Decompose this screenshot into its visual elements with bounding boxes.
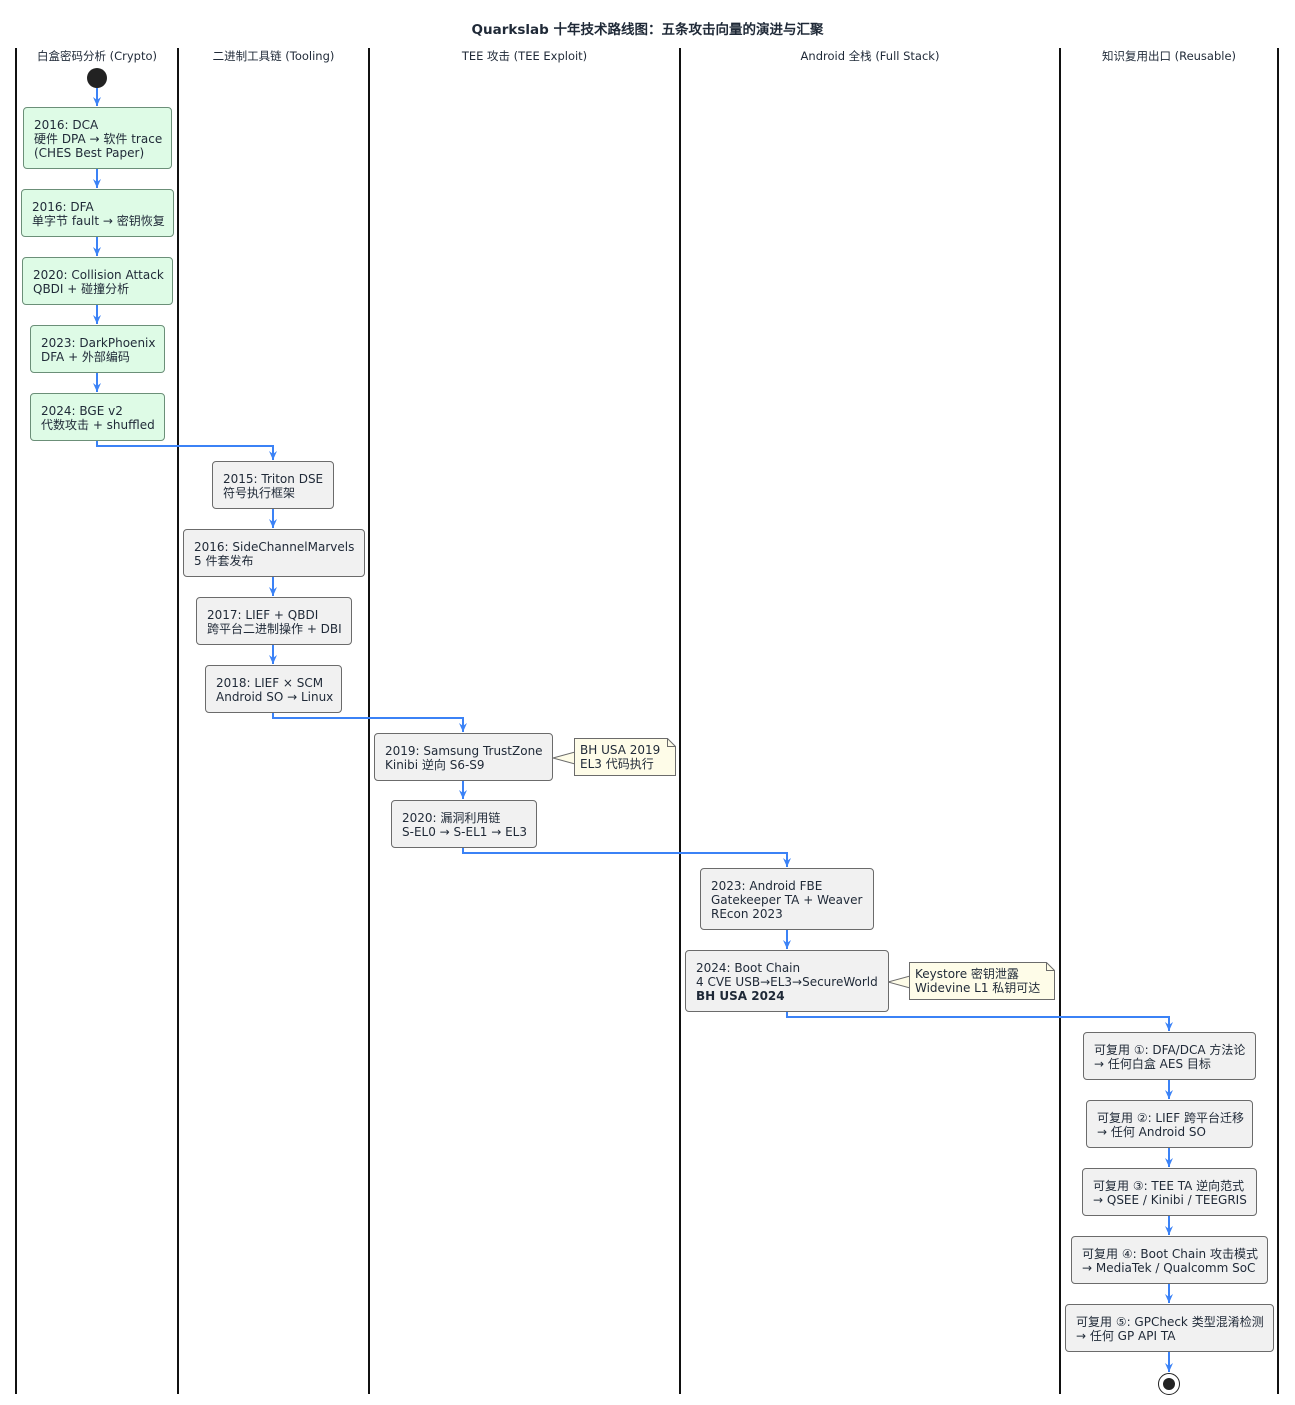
edge-exploit-fbe bbox=[462, 848, 791, 867]
node-2024-bge-v2: 2024: BGE v2 代数攻击 + shuffled bbox=[30, 393, 165, 441]
node-2023-darkphoenix: 2023: DarkPhoenix DFA + 外部编码 bbox=[30, 325, 165, 373]
note-connector bbox=[886, 975, 911, 989]
lane-divider bbox=[1277, 48, 1279, 1394]
note-bh-usa-2019: BH USA 2019 EL3 代码执行 bbox=[574, 738, 676, 776]
node-2015-triton: 2015: Triton DSE 符号执行框架 bbox=[212, 461, 334, 509]
lane-header-tooling: 二进制工具链 (Tooling) bbox=[212, 49, 335, 63]
lane-header-tee: TEE 攻击 (TEE Exploit) bbox=[461, 49, 588, 63]
start-node bbox=[87, 68, 107, 88]
lane-divider bbox=[679, 48, 681, 1394]
node-2018-lief-scm: 2018: LIEF × SCM Android SO → Linux bbox=[205, 665, 342, 713]
node-reusable-3: 可复用 ③: TEE TA 逆向范式 → QSEE / Kinibi / TEE… bbox=[1082, 1168, 1257, 1216]
lane-divider bbox=[15, 48, 17, 1394]
node-reusable-2: 可复用 ②: LIEF 跨平台迁移 → 任何 Android SO bbox=[1086, 1100, 1253, 1148]
edge-bge-triton bbox=[96, 441, 277, 460]
node-reusable-5: 可复用 ⑤: GPCheck 类型混淆检测 → 任何 GP API TA bbox=[1065, 1304, 1274, 1352]
node-reusable-1: 可复用 ①: DFA/DCA 方法论 → 任何白盒 AES 目标 bbox=[1083, 1032, 1256, 1080]
lane-divider bbox=[1059, 48, 1061, 1394]
node-2020-collision-attack: 2020: Collision Attack QBDI + 碰撞分析 bbox=[22, 257, 173, 305]
lane-header-android: Android 全栈 (Full Stack) bbox=[800, 49, 940, 63]
node-2024-boot-chain: 2024: Boot Chain 4 CVE USB→EL3→SecureWor… bbox=[685, 950, 889, 1012]
node-reusable-4: 可复用 ④: Boot Chain 攻击模式 → MediaTek / Qual… bbox=[1071, 1236, 1268, 1284]
edge-bootchain-reuse1 bbox=[786, 1012, 1173, 1031]
lane-header-crypto: 白盒密码分析 (Crypto) bbox=[36, 49, 158, 63]
diagram-title: Quarkslab 十年技术路线图：五条攻击向量的演进与汇聚 bbox=[471, 22, 824, 38]
node-2020-exploit-chain: 2020: 漏洞利用链 S-EL0 → S-EL1 → EL3 bbox=[391, 800, 537, 848]
note-connector bbox=[551, 751, 576, 765]
edge-liefscm-trustzone bbox=[272, 713, 467, 732]
node-2017-lief-qbdi: 2017: LIEF + QBDI 跨平台二进制操作 + DBI bbox=[196, 597, 352, 645]
lane-divider bbox=[177, 48, 179, 1394]
node-2019-samsung-trustzone: 2019: Samsung TrustZone Kinibi 逆向 S6-S9 bbox=[374, 733, 553, 781]
node-2016-dca: 2016: DCA 硬件 DPA → 软件 trace (CHES Best P… bbox=[23, 107, 172, 169]
lane-header-reusable: 知识复用出口 (Reusable) bbox=[1101, 49, 1237, 63]
end-node bbox=[1158, 1373, 1180, 1395]
note-keystore-widevine: Keystore 密钥泄露 Widevine L1 私钥可达 bbox=[909, 962, 1055, 1000]
node-2023-android-fbe: 2023: Android FBE Gatekeeper TA + Weaver… bbox=[700, 868, 874, 930]
node-2016-dfa: 2016: DFA 单字节 fault → 密钥恢复 bbox=[21, 189, 174, 237]
node-2016-sidechannelmarvels: 2016: SideChannelMarvels 5 件套发布 bbox=[183, 529, 365, 577]
lane-divider bbox=[368, 48, 370, 1394]
